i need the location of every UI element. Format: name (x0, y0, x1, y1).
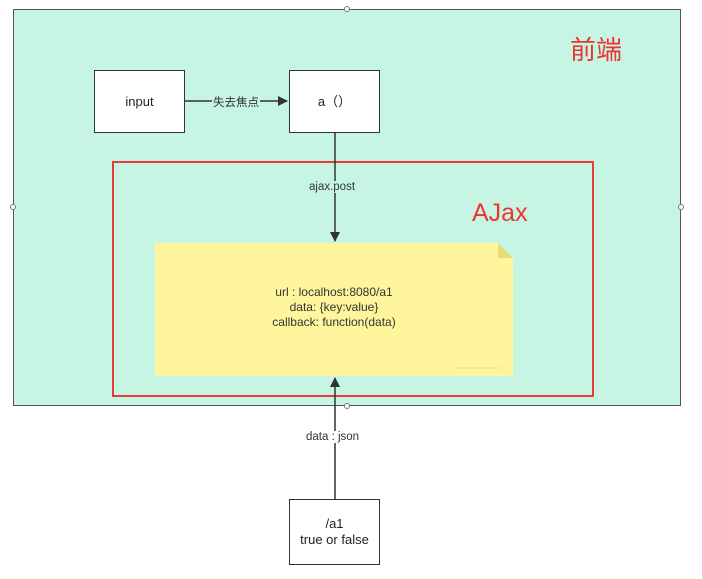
function-a-node[interactable]: a（） (289, 70, 380, 133)
selection-handle-right[interactable] (678, 204, 684, 210)
server-node-result: true or false (300, 532, 369, 547)
ajax-request-note[interactable]: url : localhost:8080/a1 data: {key:value… (155, 243, 513, 376)
blur-edge-label: 失去焦点 (212, 94, 260, 110)
note-shape (155, 243, 513, 376)
ajax-region (112, 161, 594, 397)
note-fold (498, 243, 513, 258)
server-node[interactable]: /a1 true or false (289, 499, 380, 565)
note-data-line: data: {key:value} (289, 300, 379, 314)
selection-handle-left[interactable] (10, 204, 16, 210)
note-url-line: url : localhost:8080/a1 (275, 285, 393, 299)
ajax-label: AJax (472, 199, 528, 227)
frontend-label: 前端 (570, 35, 623, 65)
selection-handle-bottom[interactable] (344, 403, 350, 409)
server-node-path: /a1 (325, 516, 344, 531)
selection-handle-top[interactable] (344, 6, 350, 12)
response-edge-label: data : json (305, 431, 361, 443)
note-text: url : localhost:8080/a1 data: {key:value… (155, 285, 513, 330)
note-body (155, 243, 513, 376)
function-a-label: a（） (317, 93, 352, 109)
input-node[interactable]: input (94, 70, 185, 133)
note-callback-line: callback: function(data) (272, 315, 396, 329)
input-node-label: input (125, 93, 154, 109)
post-edge-label: ajax.post (308, 181, 357, 193)
